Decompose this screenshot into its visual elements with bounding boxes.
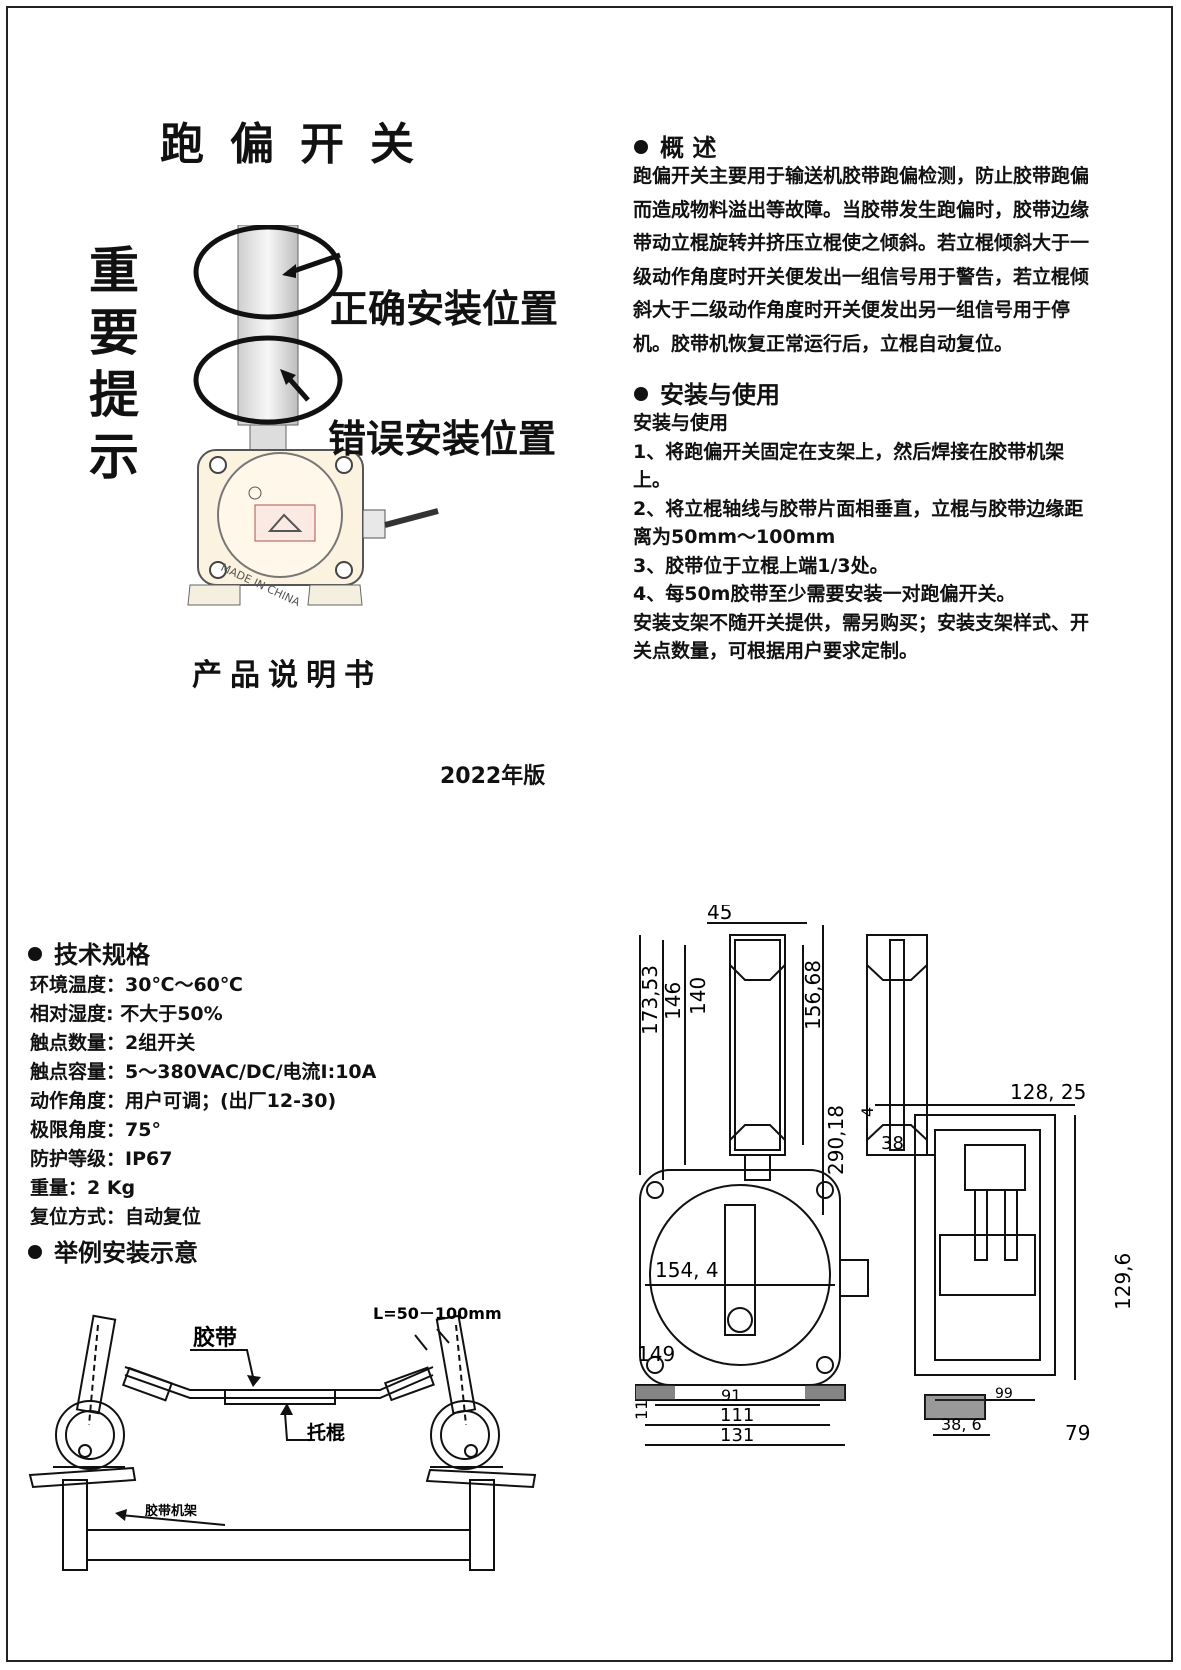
product-illustration: MADE IN CHINA <box>187 225 439 609</box>
belt-label: 胶带 <box>193 1325 237 1351</box>
page-title: 跑偏开关 <box>160 119 440 170</box>
dimension-drawing: 45 173,53 146 140 156,68 290,18 154, 4 1… <box>635 905 1135 1446</box>
correct-position-circle <box>193 225 343 320</box>
specs-list: 环境温度：30℃～60℃ 相对湿度: 不大于50% 触点数量：2组开关 触点容量… <box>30 971 550 1232</box>
spec-item: 复位方式：自动复位 <box>30 1206 202 1228</box>
dim-156: 156,68 <box>801 960 825 1030</box>
specs-heading: 技术规格 <box>28 935 150 970</box>
dim-79: 79 <box>1065 1421 1090 1445</box>
dim-11: 11 <box>635 1400 651 1420</box>
install-text: 安装与使用 1、将跑偏开关固定在支架上，然后焊接在胶带机架 上。 2、将立棍轴线… <box>633 412 1090 662</box>
manual-subtitle: 产品说明书 <box>192 658 382 693</box>
spec-item: 触点数量：2组开关 <box>30 1032 196 1054</box>
dim-149: 149 <box>637 1342 675 1366</box>
bullet-icon <box>28 1245 42 1259</box>
spec-item: 防护等级：IP67 <box>30 1148 173 1170</box>
dim-154: 154, 4 <box>655 1258 719 1282</box>
dim-173: 173,53 <box>638 965 662 1035</box>
spec-item: 触点容量：5～380VAC/DC/电流I:10A <box>30 1061 377 1083</box>
bullet-icon <box>634 387 648 401</box>
example-heading: 举例安装示意 <box>28 1233 198 1268</box>
important-notice: 重 要 提 示 <box>89 242 139 486</box>
idler-label: 托棍 <box>307 1421 345 1444</box>
dim-45: 45 <box>707 905 732 924</box>
dim-4: 4 <box>858 1107 877 1117</box>
dim-128: 128, 25 <box>1010 1080 1086 1104</box>
dim-38: 38 <box>881 1133 904 1154</box>
distance-label: L=50－100mm <box>373 1304 502 1323</box>
spec-item: 相对湿度: 不大于50% <box>30 1003 223 1025</box>
dim-91: 91 <box>721 1386 741 1405</box>
edition-label: 2022年版 <box>440 764 546 789</box>
dim-38-6: 38, 6 <box>941 1415 982 1434</box>
dim-290: 290,18 <box>824 1105 848 1175</box>
wrong-position-label: 错误安装位置 <box>328 417 557 461</box>
overview-heading: 概 述 <box>634 128 716 163</box>
dim-140: 140 <box>686 977 710 1015</box>
spec-item: 极限角度：75° <box>30 1119 161 1141</box>
install-heading: 安装与使用 <box>634 375 780 410</box>
dim-146: 146 <box>661 982 685 1020</box>
spec-item: 重量：2 Kg <box>30 1177 136 1199</box>
overview-text: 跑偏开关主要用于输送机胶带跑偏检测，防止胶带跑偏 而造成物料溢出等故障。当胶带发… <box>633 165 1090 355</box>
bullet-icon <box>28 947 42 961</box>
bullet-icon <box>634 140 648 154</box>
dim-129: 129,6 <box>1111 1253 1135 1310</box>
wrong-position-circle <box>193 335 343 425</box>
page-border <box>6 6 1173 1662</box>
dim-131: 131 <box>720 1425 754 1446</box>
dim-111: 111 <box>720 1405 754 1426</box>
roller-rod <box>237 225 299 426</box>
frame-label: 胶带机架 <box>145 1503 197 1519</box>
spec-item: 环境温度：30℃～60℃ <box>30 974 243 996</box>
correct-position-label: 正确安装位置 <box>330 287 559 331</box>
dim-99: 99 <box>995 1386 1013 1402</box>
installation-example-drawing: 胶带 L=50－100mm 托棍 胶带机架 <box>28 1304 537 1571</box>
spec-item: 动作角度：用户可调；(出厂12-30) <box>30 1090 337 1112</box>
